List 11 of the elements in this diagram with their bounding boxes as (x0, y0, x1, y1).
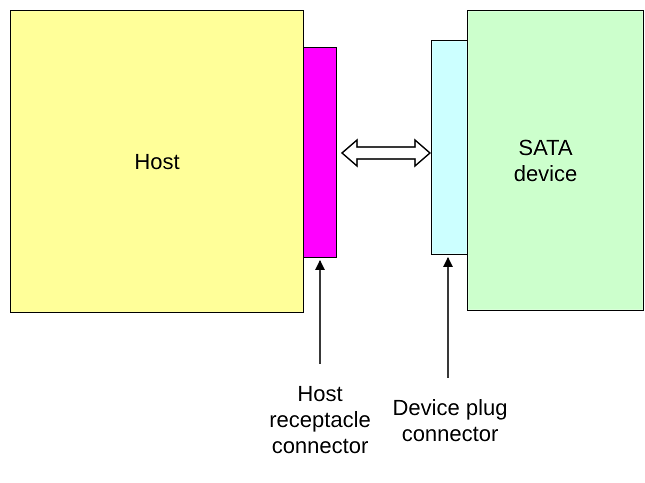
device-plug-connector (431, 40, 468, 255)
host-box (10, 10, 304, 313)
arrow (315, 260, 325, 364)
connector-label: Host receptacle connector (268, 381, 372, 459)
device-box (467, 10, 644, 311)
connector-label: Device plug connector (392, 395, 508, 447)
node-label: Host (133, 148, 181, 174)
double-arrow (340, 138, 432, 168)
arrow (443, 257, 453, 378)
host-receptacle-connector (303, 47, 337, 258)
node-label: SATA device (512, 134, 578, 186)
